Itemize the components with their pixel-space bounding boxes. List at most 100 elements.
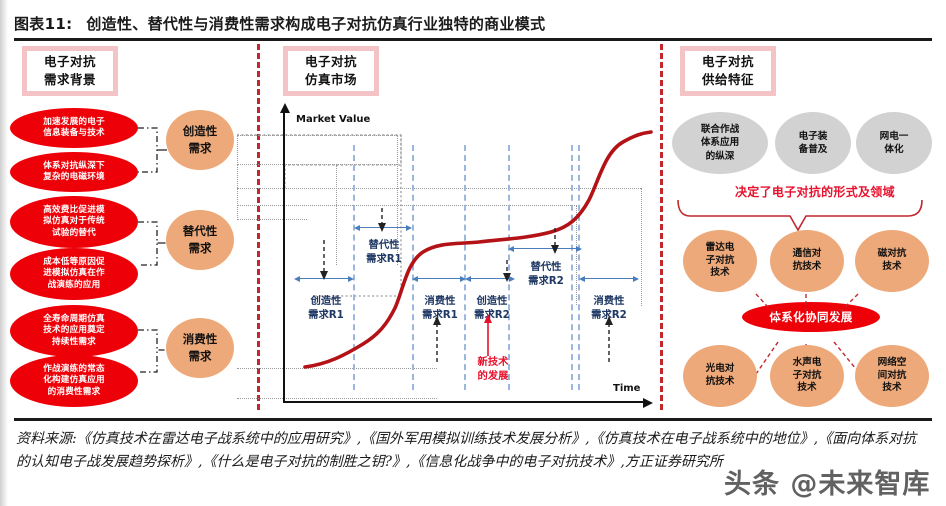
- driver-ellipse-1: 加速发展的电子 信息装备与技术: [10, 108, 138, 148]
- measure-r1-consume: [412, 275, 466, 282]
- demand-consumption-line2: 需求: [188, 349, 212, 363]
- driver-4-line2: 进模拟仿真在作: [43, 268, 105, 279]
- demand-creative-line1: 创造性: [182, 123, 218, 138]
- demand-substitution-line1: 替代性: [182, 223, 218, 238]
- tech-underwater-l2: 子对抗: [792, 369, 822, 381]
- connector-hline-2: [237, 205, 577, 206]
- divider-left-center: [257, 44, 260, 410]
- source-note: 资料来源:《仿真技术在雷达电子战系统中的应用研究》,《国外军用模拟训练技术发展分…: [16, 431, 917, 471]
- seg-r2-subst-l1: 替代性: [530, 261, 562, 273]
- connector-vline-2: [576, 205, 577, 305]
- seg-r2-consume-l1: 消费性: [593, 295, 625, 307]
- tech-radar-l2: 子对抗: [705, 254, 735, 266]
- page-edge-shading: [0, 0, 8, 506]
- feature-3-l1: 网电一: [879, 130, 909, 142]
- annotation-new-tech-l1: 新技术: [477, 356, 509, 368]
- connector-vline-1: [397, 135, 398, 265]
- segment-boundary-3: [464, 145, 466, 390]
- demand-consumption-line1: 消费性: [182, 331, 218, 346]
- driver-2-line1: 体系对抗纵深下: [43, 160, 105, 171]
- system-collaboration-node: 体系化协同发展: [742, 302, 880, 332]
- tech-ellipse-radar: 雷达电 子对抗 技术: [683, 230, 757, 292]
- driver-4-line1: 成本低等原因促: [43, 256, 105, 267]
- feature-1-l2: 体系应用: [700, 137, 740, 149]
- tech-comm-l1: 通信对: [792, 248, 822, 260]
- feature-2-l1: 电子装: [798, 130, 828, 142]
- right-header-line2: 供给特征: [701, 72, 754, 87]
- tech-ellipse-magnetic: 磁对抗 技术: [855, 230, 929, 292]
- driver-2-line2: 复杂的电磁环境: [43, 172, 105, 182]
- segment-boundary-6: [578, 145, 580, 390]
- tech-magnetic-l2: 技术: [882, 261, 902, 272]
- connector-hline-1: [237, 188, 641, 189]
- seg-r1-subst-l2: 需求R1: [366, 253, 402, 266]
- tech-ellipse-optoelectronic: 光电对 抗技术: [683, 345, 757, 407]
- driver-ellipse-5: 全寿命周期仿真 技术的应用奠定 持续性需求: [10, 305, 138, 357]
- seg-r1-consume-l1: 消费性: [424, 295, 456, 307]
- tech-radar-l3: 技术: [710, 267, 730, 279]
- driver-5-line2: 技术的应用奠定: [43, 325, 105, 336]
- driver-3-line1: 高效费比促进模: [43, 204, 105, 215]
- page-title: 图表11: 创造性、替代性与消费性需求构成电子对抗仿真行业独特的商业模式: [14, 10, 932, 36]
- tech-ellipse-cyberspace: 网络空 间对抗 技术: [855, 345, 929, 407]
- driver-ellipse-4: 成本低等原因促 进模拟仿真在作 战演练的应用: [10, 248, 138, 300]
- feature-3-l2: 体化: [884, 144, 904, 155]
- figure-title-text: 创造性、替代性与消费性需求构成电子对抗仿真行业独特的商业模式: [86, 14, 546, 33]
- annotation-new-tech-l2: 的发展: [477, 370, 509, 383]
- tech-cyber-l2: 间对抗: [877, 369, 907, 381]
- tech-ellipse-underwater: 水声电 子对抗 技术: [770, 345, 844, 407]
- segment-label-r1-subst: 替代性 需求R1: [356, 238, 412, 266]
- driver-1-line1: 加速发展的电子: [43, 116, 105, 127]
- segment-label-r1-create: 创造性 需求R1: [300, 294, 352, 322]
- driver-to-demand-connectors: [138, 127, 175, 373]
- segment-label-r2-create: 创造性 需求R2: [466, 294, 518, 322]
- measure-r2-subst: [508, 245, 582, 252]
- tech-ellipse-communication: 通信对 抗技术: [770, 230, 844, 292]
- connector-hline-3: [237, 368, 437, 369]
- seg-r2-consume-l2: 需求R2: [591, 309, 627, 322]
- right-panel-header: 电子对抗 供给特征: [680, 46, 776, 96]
- feature-1-l3: 的纵深: [705, 150, 735, 162]
- segment-boundary-1: [353, 145, 355, 390]
- left-header-line1: 电子对抗: [43, 53, 96, 69]
- feature-1-l1: 联合作战: [700, 124, 740, 136]
- demand-ellipse-substitution: 替代性 需求: [166, 210, 234, 270]
- driver-ellipse-2: 体系对抗纵深下 复杂的电磁环境: [10, 152, 138, 192]
- right-header-line1: 电子对抗: [701, 53, 754, 69]
- driver-5-line3: 持续性需求: [52, 336, 96, 347]
- seg-r1-subst-l1: 替代性: [368, 239, 400, 251]
- segment-boundary-2: [412, 145, 414, 390]
- driver-5-line1: 全寿命周期仿真: [43, 313, 105, 324]
- connector-frame-2: [237, 165, 307, 220]
- chart-y-axis: [280, 103, 290, 402]
- demand-substitution-line2: 需求: [188, 241, 212, 255]
- connector-frame-1: [237, 135, 397, 165]
- demand-creative-line2: 需求: [188, 141, 212, 155]
- left-panel-header: 电子对抗 需求背景: [22, 46, 118, 96]
- annotation-new-technology: 新技术 的发展: [466, 355, 520, 383]
- driver-1-line2: 信息装备与技术: [43, 128, 105, 138]
- tech-magnetic-l1: 磁对抗: [877, 248, 907, 260]
- chart-x-axis: [283, 398, 653, 408]
- center-header-line2: 仿真市场: [304, 72, 357, 87]
- market-value-curve: [303, 130, 653, 369]
- tech-underwater-l1: 水声电: [792, 356, 822, 368]
- tech-opto-l2: 抗技术: [705, 376, 735, 387]
- x-axis-label: Time: [613, 383, 641, 394]
- driver-ellipse-3: 高效费比促进模 拟仿真对于传统 试验的替代: [10, 196, 138, 248]
- demand-ellipse-creative: 创造性 需求: [166, 110, 234, 170]
- tech-underwater-l3: 技术: [797, 382, 817, 394]
- feature-2-l2: 备普及: [798, 144, 828, 155]
- connector-vline-3: [641, 188, 642, 306]
- connector-hline-4: [237, 398, 437, 399]
- chart-pointer-arrows: [320, 208, 613, 362]
- measure-r2-create: [465, 275, 515, 282]
- supply-feature-2: 电子装 备普及: [775, 112, 851, 174]
- segment-label-r2-consume: 消费性 需求R2: [583, 294, 635, 322]
- segment-boundary-4: [508, 145, 510, 390]
- segment-label-r2-subst: 替代性 需求R2: [518, 260, 574, 288]
- segment-label-r1-consume: 消费性 需求R1: [414, 294, 466, 322]
- driver-6-line2: 化构建仿真应用: [43, 375, 105, 386]
- tech-comm-l2: 抗技术: [792, 261, 822, 272]
- tech-opto-l1: 光电对: [705, 363, 735, 375]
